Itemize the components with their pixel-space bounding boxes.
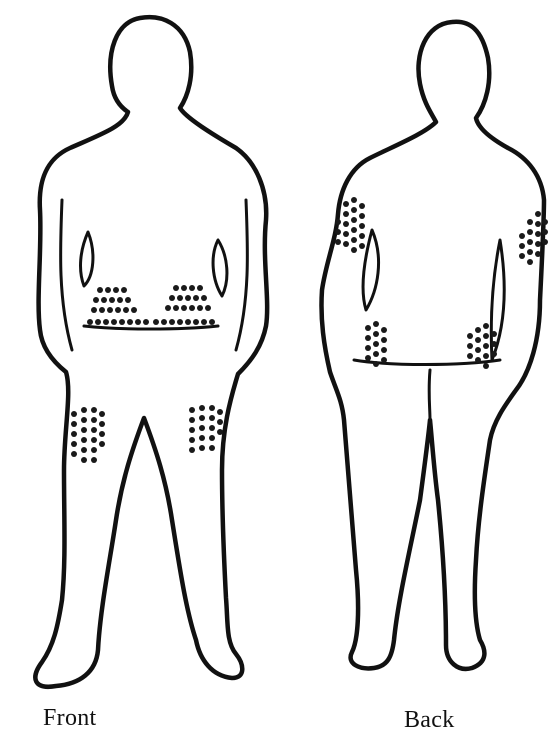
front-thigh-right-dots [189, 405, 223, 453]
front-right-arm-inner [236, 200, 247, 350]
back-buttock-divide [429, 370, 430, 420]
front-view-label: Front [43, 705, 97, 732]
front-figure [35, 17, 267, 687]
front-left-arm-inner [61, 200, 72, 350]
front-abdomen-right-dots [153, 285, 215, 325]
front-waistline [84, 326, 218, 329]
back-left-arm-inner [363, 230, 378, 310]
front-abdomen-left-dots [87, 287, 149, 325]
front-right-hand [213, 240, 227, 296]
back-figure [321, 22, 548, 669]
back-view-label: Back [404, 707, 455, 734]
front-body-outline [35, 17, 267, 687]
back-buttock-left-dots [365, 321, 387, 367]
back-body-outline [321, 22, 544, 669]
front-thigh-left-dots [71, 407, 105, 463]
front-left-hand [81, 232, 93, 286]
